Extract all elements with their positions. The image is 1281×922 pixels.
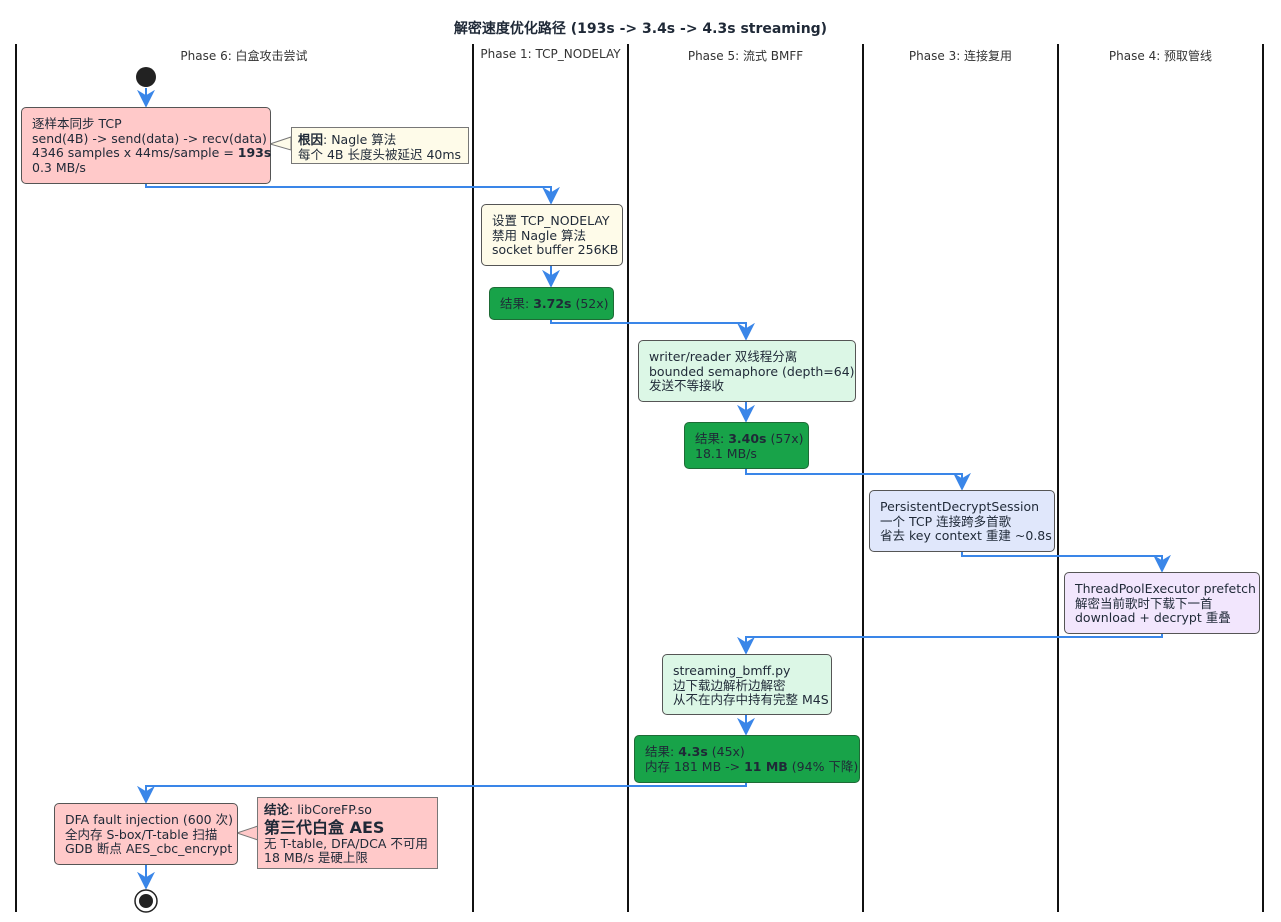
lane-divider xyxy=(627,44,629,912)
node-line: 发送不等接收 xyxy=(649,378,725,393)
result-phase5: 结果: 4.3s (45x) 内存 181 MB -> 11 MB (94% 下… xyxy=(634,735,860,783)
node-line: 结果: 4.3s (45x) xyxy=(645,744,745,759)
note-line: 每个 4B 长度头被延迟 40ms xyxy=(298,146,462,162)
node-line: 结果: 3.40s (57x) xyxy=(695,431,804,446)
node-line: download + decrypt 重叠 xyxy=(1075,610,1231,625)
node-line: streaming_bmff.py xyxy=(673,663,791,678)
note-line: 根因: Nagle 算法 xyxy=(298,132,397,147)
node-line: writer/reader 双线程分离 xyxy=(649,349,798,364)
node-line: 逐样本同步 TCP xyxy=(32,116,122,131)
result-phase2: 结果: 3.40s (57x) 18.1 MB/s xyxy=(684,422,809,469)
node-line: 0.3 MB/s xyxy=(32,159,86,175)
lane-title-phase6: Phase 6: 白盒攻击尝试 xyxy=(180,49,308,63)
node-line: 全内存 S-box/T-table 扫描 xyxy=(65,826,218,842)
note-line: 18 MB/s 是硬上限 xyxy=(264,850,368,865)
start-node xyxy=(136,67,156,87)
result-phase1: 结果: 3.72s (52x) xyxy=(489,287,614,320)
lane-divider xyxy=(1057,44,1059,912)
lane-divider xyxy=(15,44,17,912)
tcp-nodelay-node: 设置 TCP_NODELAY 禁用 Nagle 算法 socket buffer… xyxy=(481,204,623,266)
node-line: 18.1 MB/s xyxy=(695,445,757,461)
edge-baseline-p1 xyxy=(145,184,560,205)
node-line: socket buffer 256KB xyxy=(492,242,619,257)
node-line: 从不在内存中持有完整 M4S xyxy=(673,692,829,707)
node-line: DFA fault injection (600 次) xyxy=(65,812,233,827)
note-pointer xyxy=(268,136,292,151)
edge-p3-p4 xyxy=(961,551,1171,573)
lane-divider xyxy=(1262,44,1264,912)
node-line: 一个 TCP 连接跨多首歌 xyxy=(880,513,1012,529)
lane-divider xyxy=(472,44,474,912)
node-line: 4346 samples x 44ms/sample = 193s xyxy=(32,145,272,160)
node-line: 边下载边解析边解密 xyxy=(673,677,786,693)
edge-p4-p5 xyxy=(737,633,1163,655)
persistent-session-node: PersistentDecryptSession 一个 TCP 连接跨多首歌 省… xyxy=(869,490,1055,552)
diagram-title: 解密速度优化路径 (193s -> 3.4s -> 4.3s streaming… xyxy=(453,21,828,37)
root-cause-note: 根因: Nagle 算法 每个 4B 长度头被延迟 40ms xyxy=(291,127,469,164)
conclusion-note: 结论: libCoreFP.so 第三代白盒 AES 无 T-table, DF… xyxy=(257,797,438,869)
lane-title-phase1: Phase 1: TCP_NODELAY xyxy=(480,47,621,61)
note-headline: 第三代白盒 AES xyxy=(264,817,385,837)
lane-title-phase4: Phase 4: 预取管线 xyxy=(1108,49,1213,63)
streaming-bmff-node: streaming_bmff.py 边下载边解析边解密 从不在内存中持有完整 M… xyxy=(662,654,832,715)
node-line: GDB 断点 AES_cbc_encrypt xyxy=(65,841,233,856)
note-line: 无 T-table, DFA/DCA 不可用 xyxy=(264,835,428,851)
lane-title-phase5: Phase 5: 流式 BMFF xyxy=(687,49,804,63)
whitebox-attack-node: DFA fault injection (600 次) 全内存 S-box/T-… xyxy=(54,803,238,865)
lane-divider xyxy=(862,44,864,912)
dual-thread-node: writer/reader 双线程分离 bounded semaphore (d… xyxy=(638,340,856,402)
note-pointer xyxy=(235,825,259,841)
edge-r3-p6 xyxy=(137,782,747,804)
node-line: 设置 TCP_NODELAY xyxy=(492,213,610,228)
baseline-node: 逐样本同步 TCP send(4B) -> send(data) -> recv… xyxy=(21,107,271,184)
node-line: bounded semaphore (depth=64) xyxy=(649,363,855,379)
node-line: 解密当前歌时下载下一首 xyxy=(1075,595,1213,611)
node-line: ThreadPoolExecutor prefetch xyxy=(1075,581,1256,596)
node-line: 内存 181 MB -> 11 MB (94% 下降) xyxy=(645,758,859,774)
end-node-inner xyxy=(139,894,153,908)
node-line: 结果: 3.72s (52x) xyxy=(500,296,609,311)
lane-title-phase3: Phase 3: 连接复用 xyxy=(908,49,1013,63)
node-line: 省去 key context 重建 ~0.8s xyxy=(880,528,1052,543)
node-line: PersistentDecryptSession xyxy=(880,499,1040,514)
node-line: 禁用 Nagle 算法 xyxy=(492,227,587,243)
edge-r1-p2 xyxy=(550,320,755,341)
edge-r2-p3 xyxy=(745,469,971,491)
prefetch-node: ThreadPoolExecutor prefetch 解密当前歌时下载下一首 … xyxy=(1064,572,1260,634)
note-line: 结论: libCoreFP.so xyxy=(264,802,372,817)
node-line: send(4B) -> send(data) -> recv(data) xyxy=(32,130,267,146)
end-node xyxy=(134,889,158,913)
